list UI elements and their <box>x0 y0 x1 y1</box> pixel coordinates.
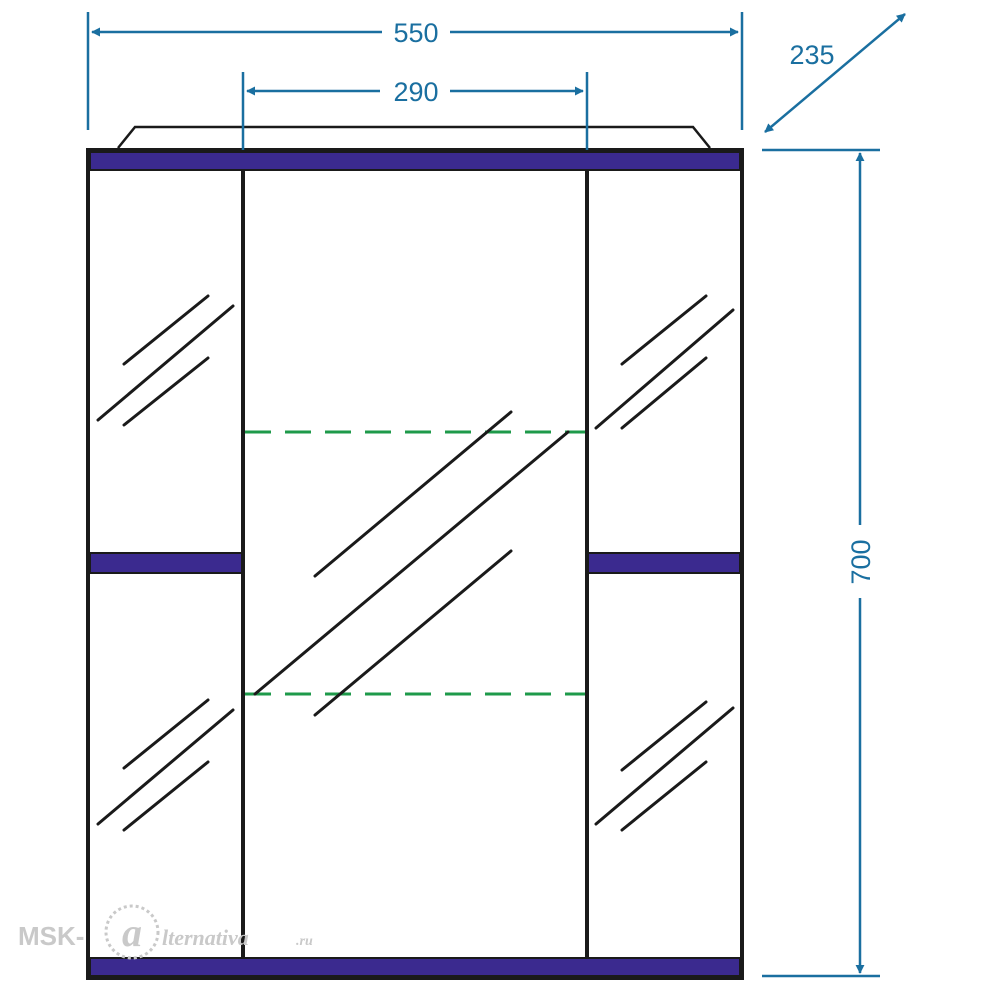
bottom-shelf <box>89 957 741 977</box>
watermark-at-icon <box>104 904 160 960</box>
top-crown <box>117 125 711 149</box>
height-label: 700 <box>846 539 876 584</box>
depth-label: 235 <box>789 40 834 70</box>
watermark-brand: MSK- <box>18 921 84 951</box>
watermark-at-glyph: a <box>122 910 142 955</box>
center-width-dimension: 290 <box>246 77 584 107</box>
watermark: MSK- a lternativa .ru <box>18 904 313 960</box>
extension-lines <box>86 12 880 978</box>
watermark-suffix: .ru <box>296 934 313 949</box>
center-width-label: 290 <box>393 77 438 107</box>
top-shelf <box>89 151 741 171</box>
width-label: 550 <box>393 18 438 48</box>
width-dimension: 550 <box>91 18 739 48</box>
right-middle-shelf <box>587 552 741 574</box>
depth-dimension: 235 <box>764 13 906 133</box>
mirror-reflections <box>96 294 735 832</box>
height-dimension: 700 <box>846 152 876 974</box>
watermark-script: lternativa <box>162 925 249 950</box>
left-middle-shelf <box>89 552 243 574</box>
